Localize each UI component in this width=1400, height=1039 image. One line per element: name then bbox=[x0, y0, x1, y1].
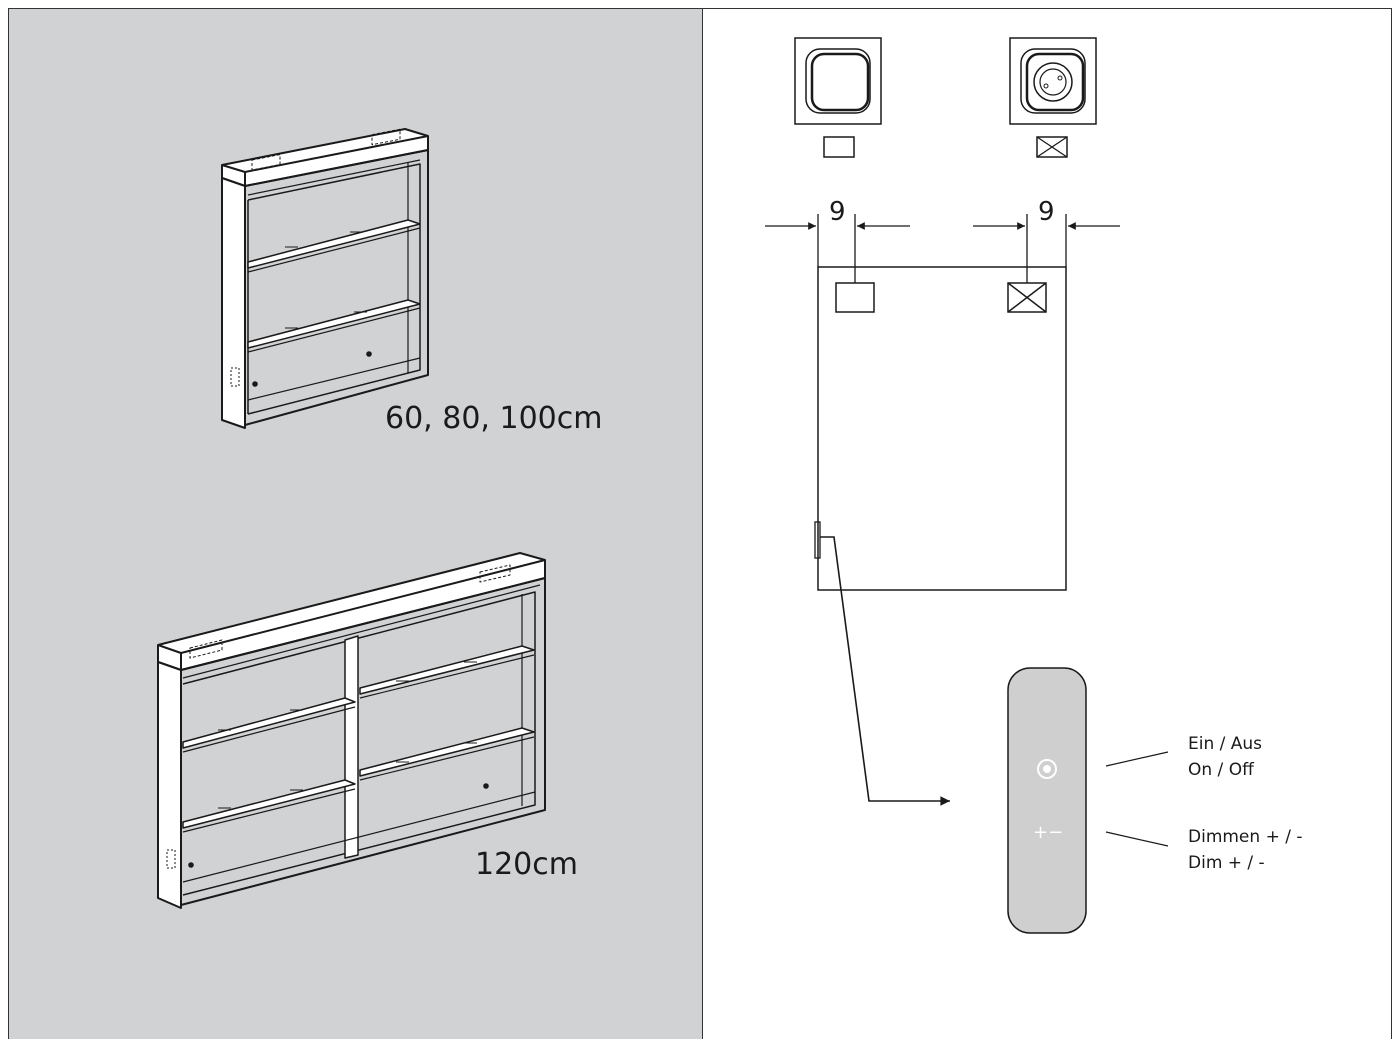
touch-switch-panel: +− bbox=[1007, 667, 1087, 934]
small-cabinet-size-label: 60, 80, 100cm bbox=[385, 401, 602, 436]
dim-label-de: Dimmen + / - bbox=[1188, 827, 1302, 847]
dim-symbol-icon: +− bbox=[1033, 822, 1063, 843]
dimension-left-value: 9 bbox=[829, 197, 846, 227]
small-cabinet-drawing bbox=[221, 128, 429, 429]
power-button-icon bbox=[1037, 759, 1057, 779]
switch-symbol-icon bbox=[794, 37, 882, 158]
legend-leaders bbox=[1105, 751, 1169, 847]
large-cabinet-drawing bbox=[157, 552, 546, 909]
cabinet-variants-panel bbox=[8, 8, 703, 1039]
on-off-label-de: Ein / Aus bbox=[1188, 734, 1262, 754]
on-off-label-en: On / Off bbox=[1188, 760, 1255, 780]
dim-label-en: Dim + / - bbox=[1188, 853, 1265, 873]
switch-leader-arrow bbox=[820, 536, 951, 806]
socket-symbol-icon bbox=[1009, 37, 1097, 158]
cabinet-front-outline bbox=[814, 266, 1067, 591]
dimension-right-value: 9 bbox=[1038, 197, 1055, 227]
large-cabinet-size-label: 120cm bbox=[475, 847, 578, 882]
dimension-lines bbox=[765, 214, 1120, 283]
